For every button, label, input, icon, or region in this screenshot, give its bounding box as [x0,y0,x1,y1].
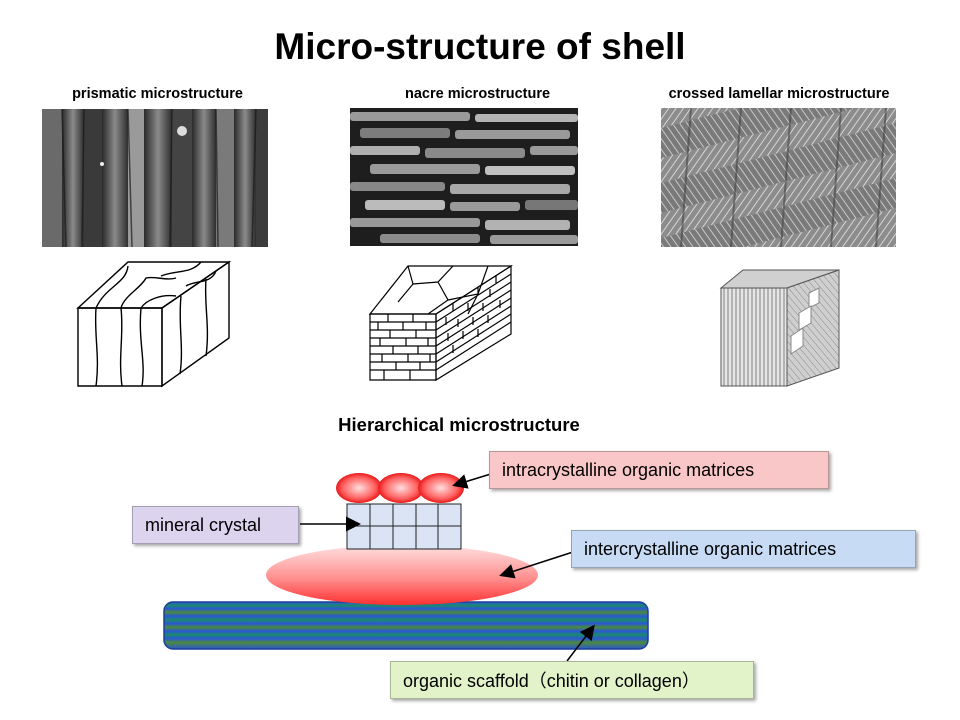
caption-nacre: nacre microstructure [404,86,551,102]
caption-prismatic: prismatic microstructure [72,86,243,102]
prismatic-sem-image [42,109,268,247]
arrow-intercrystalline [499,551,574,579]
arrow-scaffold [566,624,595,662]
arrow-intracrystalline [452,472,495,489]
page-title: Micro-structure of shell [274,26,686,67]
hierarchy-diagram [163,472,649,662]
prismatic-schematic [76,260,232,388]
nacre-schematic [368,264,514,382]
intracrystalline-ball [418,473,464,503]
crossed-lamellar-schematic [719,269,840,387]
caption-crossed-lamellar: crossed lamellar microstructure [668,86,890,102]
intercrystalline-label: intercrystalline organic matrices [571,530,916,568]
intercrystalline-disk [266,545,538,605]
nacre-sem-image [350,108,578,246]
intracrystalline-label: intracrystalline organic matrices [489,451,829,489]
organic-scaffold-label: organic scaffold（chitin or collagen） [390,661,754,699]
hierarchy-heading: Hierarchical microstructure [338,414,580,435]
organic-scaffold-bar [163,601,649,650]
crossed-lamellar-sem-image [661,108,896,247]
intracrystalline-ball [336,473,382,503]
intracrystalline-ball [378,473,424,503]
mineral-crystal-label: mineral crystal [132,506,299,544]
